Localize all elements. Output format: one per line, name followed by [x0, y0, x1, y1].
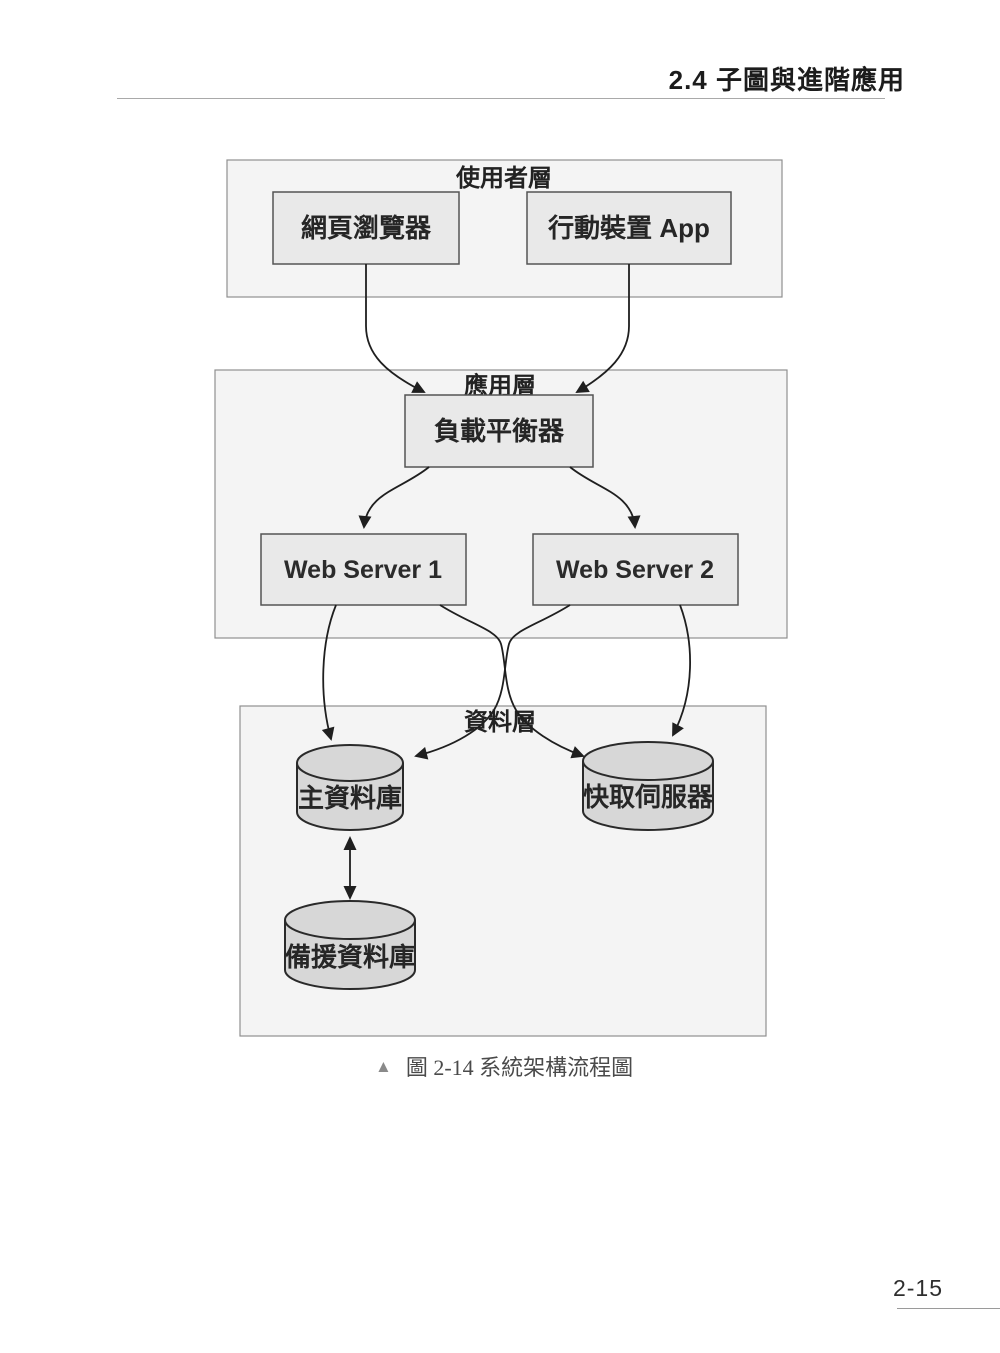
edge-web-server-1-to-main-db	[321, 604, 337, 741]
node-web-server-1	[260, 533, 467, 606]
node-cache-server: 快取伺服器	[582, 741, 714, 831]
edge-main-db-to-backup-db	[343, 836, 357, 900]
edge-web-server-1-to-cache	[439, 604, 585, 759]
node-backup-db-label: 備援資料庫	[285, 942, 415, 972]
edge-web-server-2-to-main-db	[414, 604, 571, 760]
node-main-db-label: 主資料庫	[298, 783, 402, 813]
layer-data-title: 資料層	[464, 709, 536, 736]
layer-user-title: 使用者層	[455, 164, 552, 192]
edge-web-server-2-to-cache	[672, 604, 691, 737]
node-web-server-2-label: Web Server 2	[556, 556, 714, 584]
edge-load-balancer-to-web-server-1	[358, 466, 430, 529]
edge-mobile-to-load-balancer	[575, 264, 630, 393]
page-header: 2.4 子圖與進階應用	[668, 65, 905, 95]
node-web-server-1-label: Web Server 1	[284, 556, 442, 584]
edge-browser-to-load-balancer	[365, 264, 426, 393]
figure-caption-text: 圖 2-14 系統架構流程圖	[405, 1055, 634, 1080]
node-web-browser-label: 網頁瀏覽器	[301, 213, 432, 243]
caption-triangle-icon: ▲	[375, 1056, 392, 1076]
node-backup-db: 備援資料庫	[284, 900, 416, 990]
node-main-db: 主資料庫	[296, 744, 404, 831]
node-web-browser	[272, 191, 460, 265]
node-web-server-2	[532, 533, 739, 606]
edge-load-balancer-to-web-server-2	[569, 466, 641, 529]
node-load-balancer	[404, 394, 594, 468]
page-number: 2-15	[892, 1275, 943, 1301]
node-cache-server-label: 快取伺服器	[583, 782, 714, 812]
header-rule	[117, 98, 885, 99]
footer-rule	[897, 1308, 1000, 1309]
node-mobile-app-label: 行動裝置 App	[547, 213, 710, 243]
node-load-balancer-label: 負載平衡器	[434, 416, 565, 446]
figure-caption: ▲ 圖 2-14 系統架構流程圖	[375, 1050, 633, 1082]
node-mobile-app	[526, 191, 732, 265]
